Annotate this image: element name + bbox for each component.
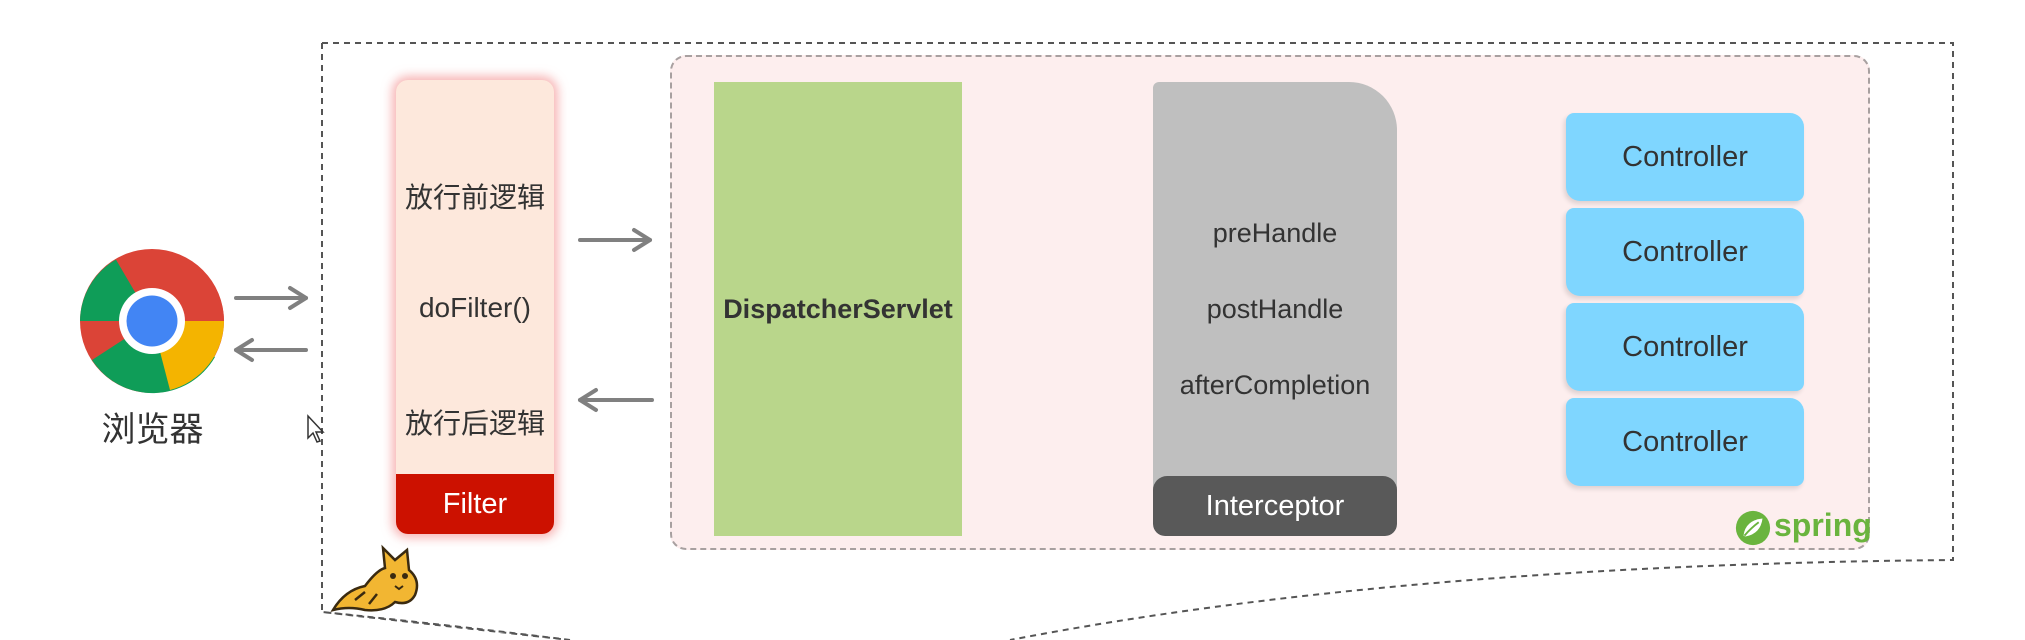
interceptor-pre-handle: preHandle — [1212, 218, 1338, 248]
filter-box: 放行前逻辑 doFilter() 放行后逻辑 Filter — [396, 80, 554, 534]
spring-logo-text: spring — [1774, 507, 1872, 543]
controller-box: Controller — [1566, 303, 1804, 391]
filter-before-logic: 放行前逻辑 — [404, 182, 545, 213]
controller-box: Controller — [1566, 398, 1804, 486]
arrow-dispatcher-to-filter — [578, 388, 654, 412]
filter-label: Filter — [396, 474, 554, 534]
filter-after-logic: 放行后逻辑 — [404, 408, 545, 439]
interceptor-post-handle: postHandle — [1206, 294, 1344, 324]
mouse-cursor-icon — [307, 414, 325, 443]
interceptor-label: Interceptor — [1153, 476, 1397, 536]
interceptor-box: preHandle postHandle afterCompletion Int… — [1153, 82, 1397, 536]
tomcat-cat-icon — [330, 544, 419, 612]
spring-logo: spring — [1734, 505, 1874, 551]
tomcat-container-outline — [321, 42, 1954, 640]
arrow-filter-to-dispatcher — [578, 228, 652, 252]
dispatcher-servlet-label: DispatcherServlet — [723, 293, 953, 324]
arrow-filter-to-browser — [234, 338, 308, 362]
chrome-icon — [80, 249, 224, 394]
dispatcher-servlet-box: DispatcherServlet — [714, 82, 962, 536]
interceptor-after-completion: afterCompletion — [1179, 370, 1371, 400]
controller-box: Controller — [1566, 113, 1804, 201]
browser-label: 浏览器 — [101, 411, 204, 449]
spring-leaf-icon — [1735, 510, 1771, 546]
filter-do-filter: doFilter() — [418, 292, 531, 323]
arrow-browser-to-filter — [234, 286, 308, 310]
controller-box: Controller — [1566, 208, 1804, 296]
